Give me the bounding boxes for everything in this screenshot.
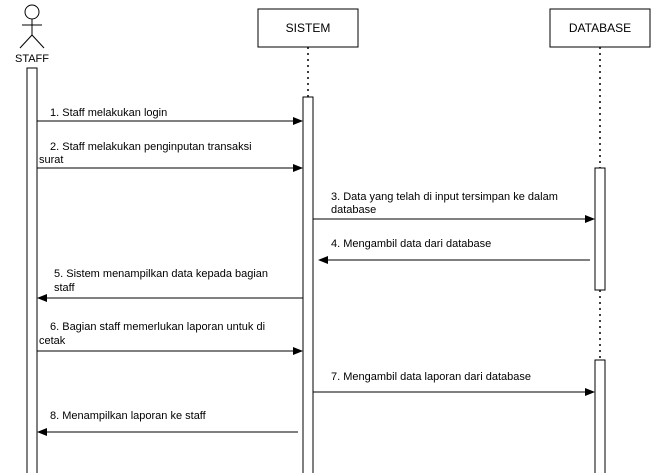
message-2-text-line-1: 2. Staff melakukan penginputan transaksi — [50, 141, 252, 153]
database-activation-bar-2 — [594, 359, 606, 473]
message-6: 6. Bagian staff memerlukan laporan untuk… — [37, 321, 303, 355]
database-activation-bar-1 — [594, 167, 606, 291]
message-1: 1. Staff melakukan login — [37, 107, 303, 125]
message-8-text: 8. Menampilkan laporan ke staff — [50, 410, 207, 422]
message-3: 3. Data yang telah di input tersimpan ke… — [313, 191, 595, 223]
message-4-text: 4. Mengambil data dari database — [331, 238, 491, 250]
message-2-text-line-2: surat — [39, 154, 63, 166]
message-5-text-line-1: 5. Sistem menampilkan data kepada bagian — [54, 268, 268, 280]
message-6-text-line-2: cetak — [39, 335, 66, 347]
staff-actor-icon — [19, 4, 45, 49]
staff-activation-bar — [26, 67, 38, 473]
staff-actor-label: STAFF — [15, 53, 49, 65]
message-6-text-line-1: 6. Bagian staff memerlukan laporan untuk… — [50, 321, 265, 333]
message-3-text-line-2: database — [331, 204, 376, 216]
message-7: 7. Mengambil data laporan dari database — [313, 371, 595, 396]
message-5: 5. Sistem menampilkan data kepada bagian… — [37, 268, 303, 302]
sistem-box — [257, 8, 359, 48]
message-7-text: 7. Mengambil data laporan dari database — [331, 371, 531, 383]
sistem-label: SISTEM — [286, 21, 331, 35]
database-box — [549, 8, 651, 48]
message-1-text: 1. Staff melakukan login — [50, 107, 167, 119]
message-3-text-line-1: 3. Data yang telah di input tersimpan ke… — [331, 191, 558, 203]
message-8: 8. Menampilkan laporan ke staff — [37, 410, 298, 436]
message-5-text-line-2: staff — [54, 282, 76, 294]
sistem-activation-bar — [302, 96, 314, 473]
database-label: DATABASE — [569, 21, 631, 35]
message-4: 4. Mengambil data dari database — [318, 238, 590, 264]
message-2: 2. Staff melakukan penginputan transaksi… — [37, 141, 303, 172]
